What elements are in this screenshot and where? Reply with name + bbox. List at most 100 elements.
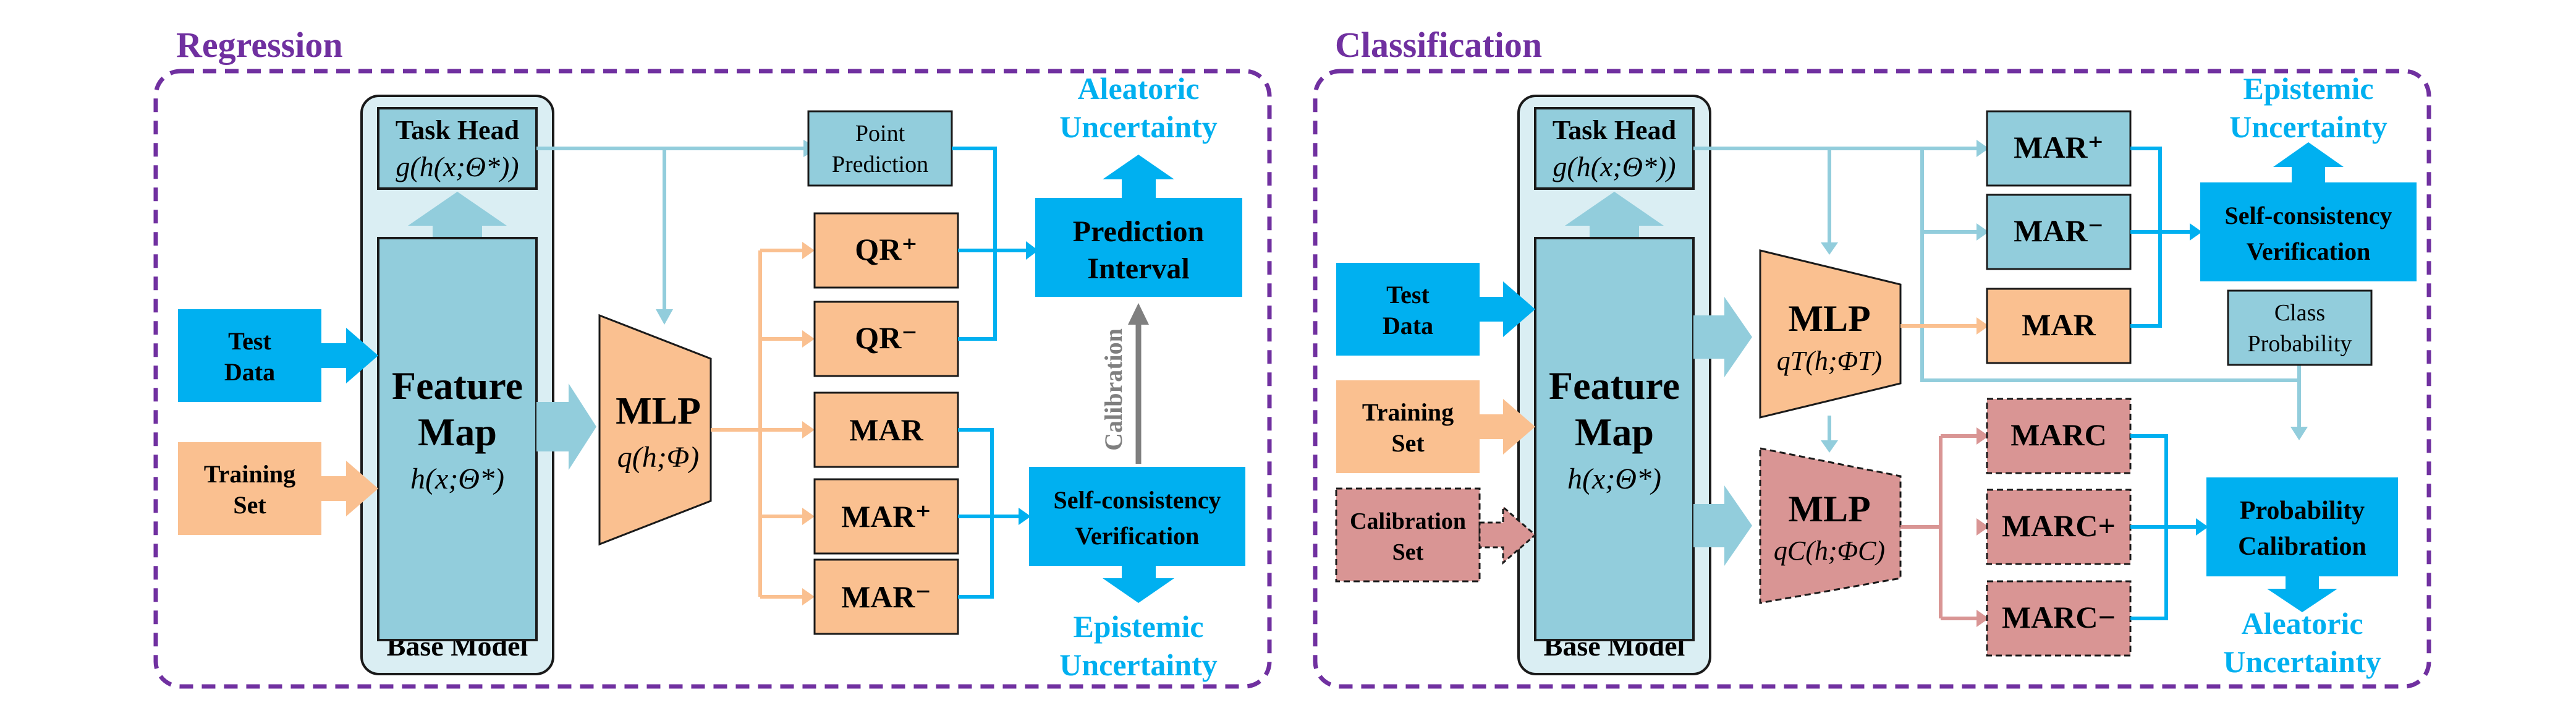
head-to-mlp-arrowhead	[656, 309, 673, 325]
cls-epistemic-line1: Epistemic	[2243, 71, 2373, 106]
cls-training-set-line1: Training	[1362, 398, 1454, 426]
point-prediction-line1: Point	[855, 121, 905, 147]
training-set-arrow	[321, 461, 378, 516]
mlp-output-arrowheads	[802, 242, 815, 605]
self-to-epistemic-arrow	[1103, 566, 1174, 603]
point-prediction-box	[807, 110, 953, 187]
cls-test-data-box	[1336, 263, 1480, 356]
regression-aleatoric-line2: Uncertainty	[1059, 109, 1218, 144]
qr-minus-box	[813, 301, 959, 377]
task-head-title: Task Head	[396, 115, 519, 145]
cls-self-consistency-connectors	[2130, 147, 2191, 328]
regression-border	[153, 69, 1272, 689]
cls-training-set-box	[1336, 380, 1480, 473]
mlp-trapezoid	[598, 314, 712, 546]
cls-test-data-arrow	[1480, 281, 1535, 337]
mar-plus-label: MAR⁺	[841, 499, 931, 534]
interval-arrowhead	[1026, 241, 1038, 260]
cls-task-head-formula: g(h(x;Θ*))	[1553, 151, 1676, 182]
mar-box	[813, 391, 959, 468]
task-head-formula: g(h(x;Θ*))	[396, 151, 519, 182]
self-consistency-connectors	[958, 428, 1020, 599]
cls-feature-to-mlp-t-arrow	[1693, 297, 1752, 377]
mar-minus-box	[813, 558, 959, 635]
cls-self-consistency-box	[2200, 182, 2417, 281]
mar-label: MAR	[849, 412, 923, 447]
probability-calibration-line2: Calibration	[2238, 532, 2366, 561]
cls-mlp-c-formula: qC(h;ΦC)	[1774, 536, 1885, 566]
self-consistency-arrowhead	[1019, 508, 1031, 525]
self-consistency-box	[1029, 467, 1245, 566]
test-data-line1: Test	[228, 327, 271, 355]
cls-mlp-t-title: MLP	[1788, 298, 1870, 339]
regression-aleatoric-line1: Aleatoric	[1077, 71, 1199, 106]
classification-panel: Classification Base Model Task Head g(h(…	[1313, 25, 2431, 689]
probability-calibration-box	[2206, 477, 2398, 576]
mlp-c-output-fan	[1900, 434, 1978, 620]
interval-connectors	[952, 147, 1029, 341]
feature-to-mlp-arrow	[536, 383, 596, 470]
training-set-line2: Set	[233, 491, 266, 519]
qr-plus-box	[813, 212, 959, 289]
mar-c-box	[1986, 398, 2132, 474]
cls-feature-map-line2: Map	[1575, 410, 1654, 454]
cls-test-data-line1: Test	[1386, 281, 1430, 309]
class-prob-to-calibration-arrowhead	[2290, 427, 2308, 440]
classification-border	[1313, 69, 2431, 689]
cls-calibration-set-line2: Set	[1392, 539, 1424, 565]
cls-mar-minus-label: MAR⁻	[2014, 213, 2104, 248]
mar-c-minus-box	[1986, 580, 2132, 657]
cls-mlp-t-formula: qT(h;ΦT)	[1777, 346, 1882, 376]
self-consistency-line1: Self-consistency	[1053, 486, 1221, 514]
cls-self-consistency-line2: Verification	[2247, 237, 2371, 265]
feature-to-head-arrow	[408, 192, 507, 238]
cls-mar-plus-box	[1986, 110, 2132, 187]
cls-aleatoric-line1: Aleatoric	[2241, 606, 2363, 641]
class-probability-line1: Class	[2274, 300, 2325, 326]
mar-c-plus-label: MARC+	[2002, 508, 2116, 543]
prediction-interval-box	[1035, 198, 1242, 297]
cls-mlp-c-title: MLP	[1788, 489, 1870, 529]
test-data-line2: Data	[224, 358, 275, 386]
regression-epistemic-line1: Epistemic	[1073, 609, 1203, 644]
cls-training-set-line2: Set	[1391, 429, 1425, 457]
cls-mar-plus-label: MAR⁺	[2014, 130, 2104, 164]
class-probability-box	[2227, 289, 2373, 366]
feature-map-line1: Feature	[392, 364, 523, 408]
cls-feature-map-line1: Feature	[1549, 364, 1680, 408]
calibration-arrowhead	[1128, 303, 1149, 325]
interval-to-aleatoric-arrow	[1103, 155, 1174, 198]
self-consistency-line2: Verification	[1075, 522, 1200, 550]
qr-minus-label: QR⁻	[855, 320, 917, 355]
cls-feature-map-box	[1534, 237, 1695, 641]
mlp-t-to-mlp-c-arrowhead	[1821, 440, 1838, 453]
classification-title: Classification	[1335, 25, 1542, 65]
mar-c-minus-label: MARC−	[2002, 600, 2116, 634]
prediction-interval-line2: Interval	[1087, 252, 1189, 285]
cls-mar-box	[1986, 288, 2132, 364]
training-set-line1: Training	[204, 460, 295, 488]
cls-feature-map-formula: h(x;Θ*)	[1567, 463, 1661, 495]
cls-feature-to-head-arrow	[1565, 192, 1664, 238]
cls-calibration-to-aleatoric-arrow	[2267, 576, 2337, 612]
prediction-interval-line1: Prediction	[1073, 215, 1204, 248]
regression-title: Regression	[176, 25, 343, 65]
test-data-arrow	[321, 328, 378, 383]
feature-map-line2: Map	[418, 410, 497, 454]
cls-aleatoric-line2: Uncertainty	[2223, 644, 2381, 679]
mlp-output-fan	[711, 249, 803, 599]
probability-calibration-line1: Probability	[2240, 497, 2365, 525]
feature-map-formula: h(x;Θ*)	[410, 463, 504, 495]
training-set-box	[178, 442, 321, 535]
test-data-box	[178, 309, 321, 402]
cls-calibration-set-arrow	[1478, 505, 1537, 565]
mlp-title: MLP	[616, 390, 701, 432]
cls-test-data-line2: Data	[1383, 312, 1433, 340]
cls-calibration-arrowhead	[2196, 518, 2208, 536]
calibration-label: Calibration	[1099, 328, 1127, 451]
mlp-formula: q(h;Φ)	[617, 441, 700, 474]
cls-training-set-arrow	[1480, 399, 1535, 455]
mlp-t-to-mar-arrowhead	[1976, 317, 1989, 335]
cls-feature-to-mlp-c-arrow	[1693, 485, 1752, 566]
cls-epistemic-line2: Uncertainty	[2229, 109, 2387, 144]
